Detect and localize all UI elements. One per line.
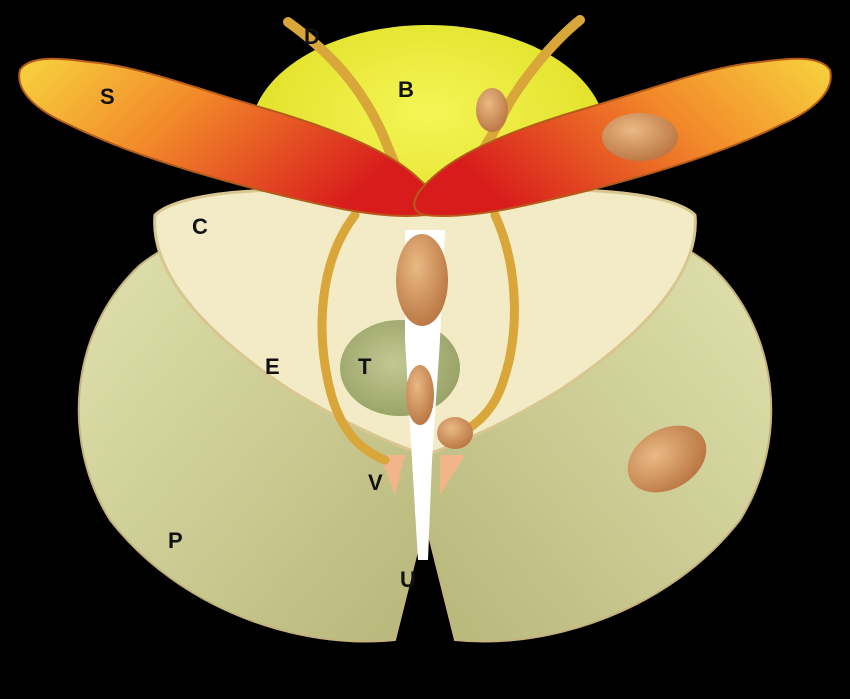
label-vas-deferens: D [304, 24, 320, 49]
label-central-zone: C [192, 214, 208, 239]
label-peripheral-zone: P [168, 528, 183, 553]
nodule-vas [476, 88, 508, 132]
label-bladder: B [398, 77, 414, 102]
nodule-seminal-vesicle [602, 113, 678, 161]
label-urethra: U [400, 567, 416, 592]
label-seminal-vesicle: S [100, 84, 115, 109]
label-verumontanum: V [368, 470, 383, 495]
nodule-central-urethra-lower [406, 365, 434, 425]
nodule-central-urethra-upper [396, 234, 448, 326]
nodule-duct-right [437, 417, 473, 449]
label-ejaculatory-duct: E [265, 354, 280, 379]
label-transition-zone: T [358, 354, 372, 379]
